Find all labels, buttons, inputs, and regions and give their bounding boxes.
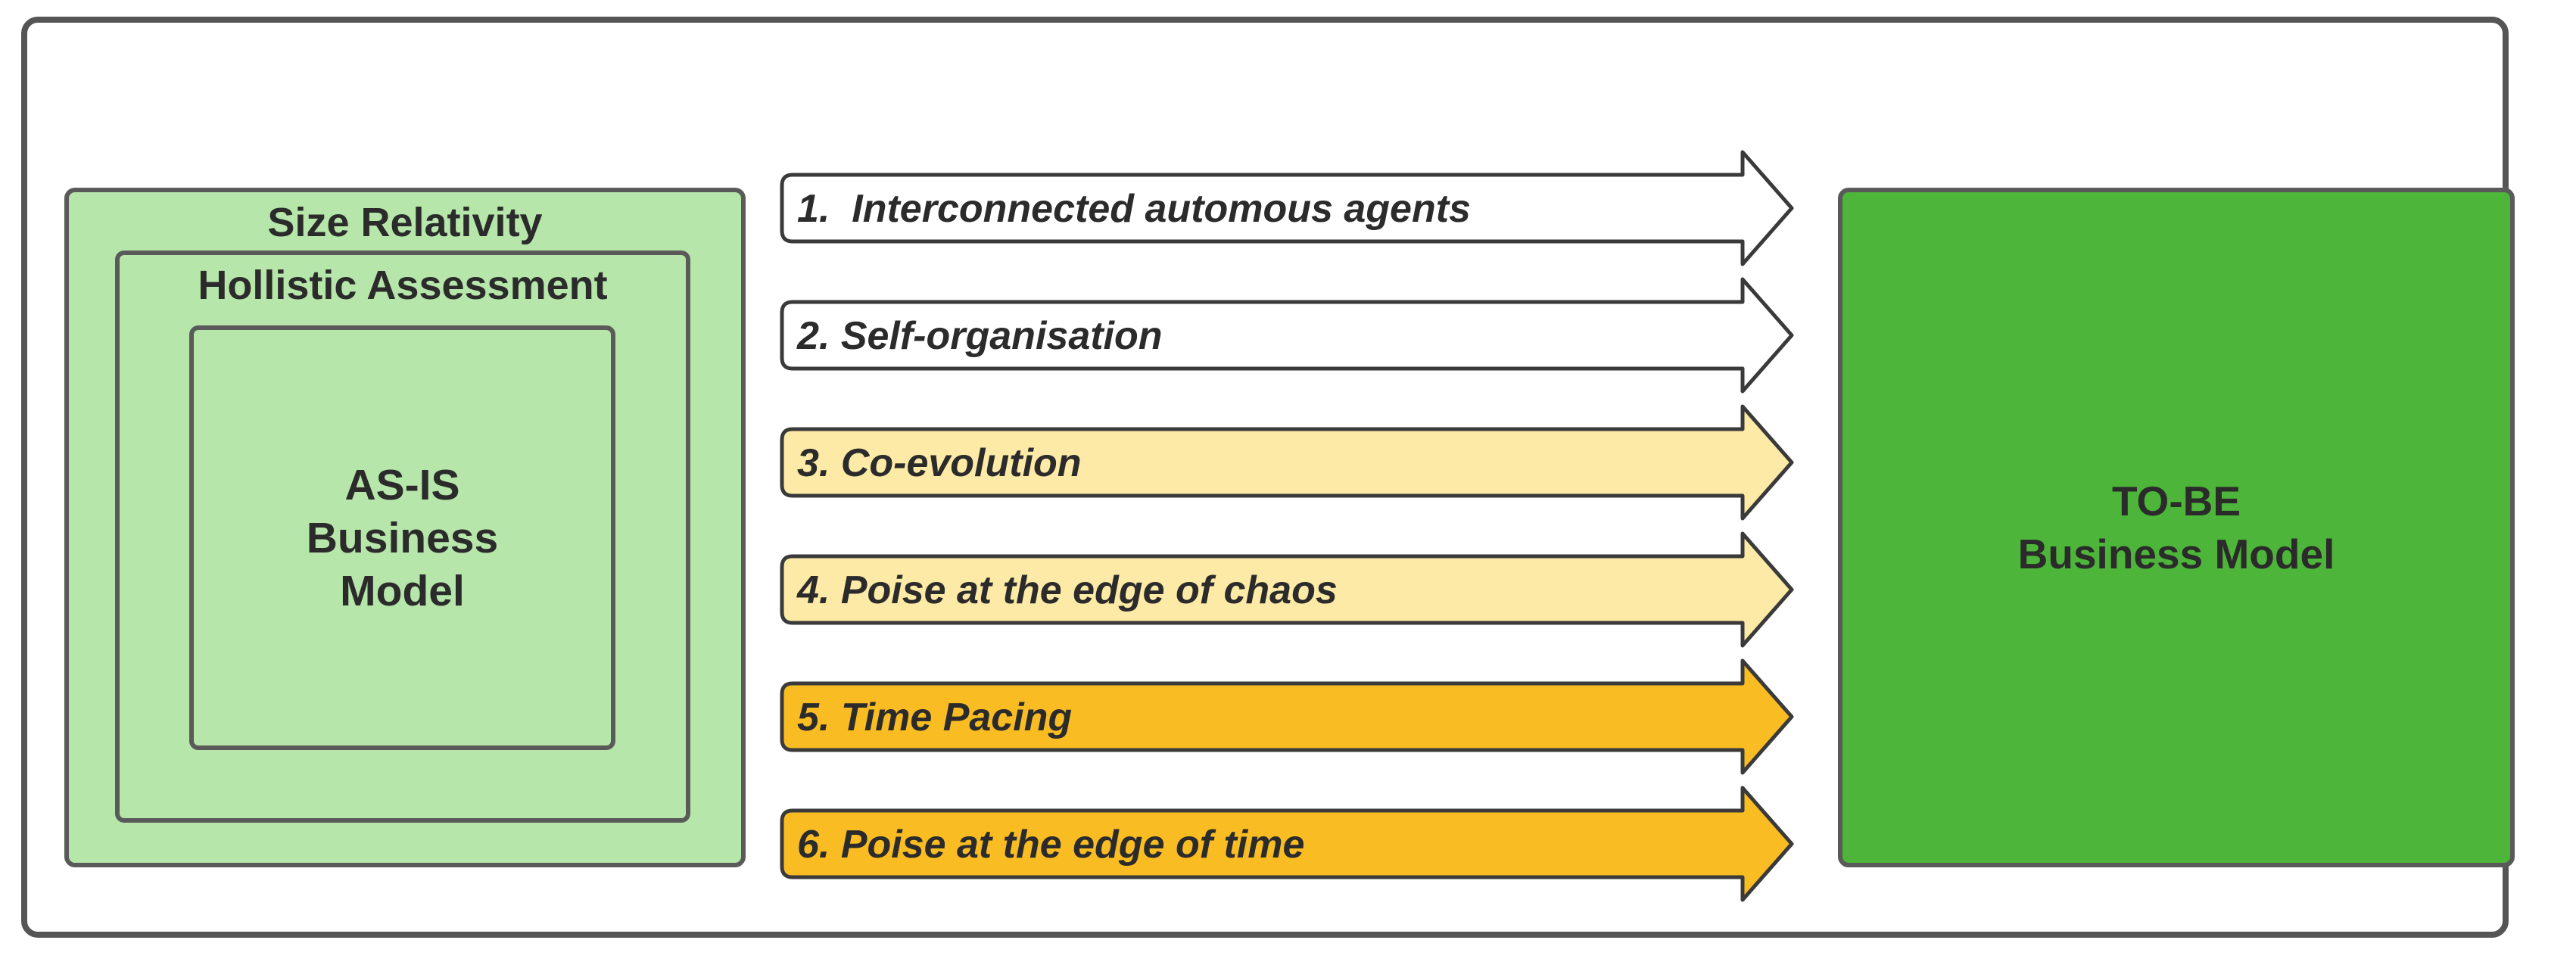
- arrow-label-5: 5. Time Pacing: [797, 696, 1072, 739]
- arrow-2: 2. Self-organisation: [780, 277, 1794, 394]
- arrow-shape-4: [780, 531, 1794, 648]
- as-is-business-model-label: AS-IS Business Model: [194, 459, 611, 618]
- arrow-6: 6. Poise at the edge of time: [780, 786, 1794, 902]
- size-relativity-label: Size Relativity: [267, 200, 543, 245]
- arrow-5: 5. Time Pacing: [780, 658, 1794, 775]
- arrow-shape-1: [780, 150, 1794, 266]
- to-be-line-1: TO-BE: [2111, 478, 2241, 524]
- arrow-shape-5: [780, 658, 1794, 775]
- arrow-shape-3: [780, 404, 1794, 521]
- to-be-business-model-label: TO-BE Business Model: [1842, 475, 2510, 580]
- as-is-business-model-box: AS-IS Business Model: [189, 325, 615, 750]
- as-is-line-3: Model: [340, 566, 465, 615]
- hollistic-assessment-label: Hollistic Assessment: [198, 263, 608, 308]
- arrow-label-3: 3. Co-evolution: [797, 441, 1082, 485]
- arrow-label-1: 1. Interconnected automous agents: [797, 187, 1471, 231]
- arrow-label-2: 2. Self-organisation: [796, 314, 1163, 358]
- to-be-line-2: Business Model: [2017, 531, 2335, 577]
- arrow-4: 4. Poise at the edge of chaos: [780, 531, 1794, 648]
- arrow-label-4: 4. Poise at the edge of chaos: [796, 568, 1338, 612]
- arrow-3: 3. Co-evolution: [780, 404, 1794, 521]
- arrow-label-6: 6. Poise at the edge of time: [797, 823, 1304, 867]
- as-is-line-2: Business: [306, 513, 499, 562]
- arrow-shape-2: [780, 277, 1794, 394]
- arrow-shape-6: [780, 786, 1794, 902]
- arrow-1: 1. Interconnected automous agents: [780, 150, 1794, 266]
- as-is-line-1: AS-IS: [344, 460, 460, 509]
- to-be-business-model-box: TO-BE Business Model: [1838, 188, 2515, 867]
